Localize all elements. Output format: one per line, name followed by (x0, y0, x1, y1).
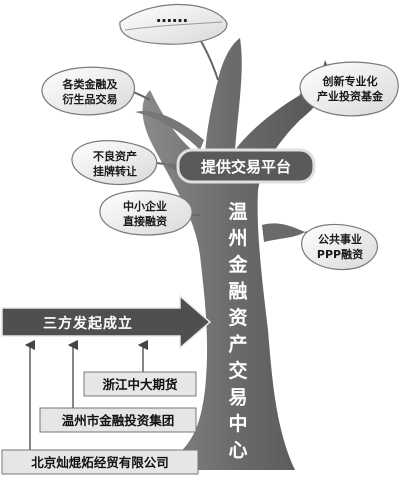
tree (117, 29, 329, 470)
founders-arrow: 三方发起成立 (1, 294, 212, 350)
leaf-shape (71, 140, 158, 186)
tree-trunk (142, 38, 329, 470)
founders-label: 三方发起成立 (43, 315, 133, 332)
trunk-title-char: 产 (228, 333, 247, 356)
platform-label: 提供交易平台 (201, 158, 291, 176)
leaf-ppp: 公共事业 PPP融资 (301, 223, 379, 271)
trunk-title-char: 融 (228, 281, 247, 303)
founder-name: 温州市金融投资集团 (62, 413, 175, 428)
leaf-label-line2: 直接融资 (123, 214, 167, 228)
leaf-industry-fund: 创新专业化 产业投资基金 (299, 61, 399, 117)
trunk-title-char: 中 (228, 412, 247, 435)
leaf-shape (119, 3, 228, 45)
arrow-shape (1, 294, 212, 350)
trunk-title-char: 温 (228, 201, 247, 223)
leaf-sme-financing: 中小企业 直接融资 (99, 190, 193, 236)
leaf-shape (301, 223, 379, 271)
trunk-title: 温州金融资产交易中心 (227, 201, 248, 462)
leaf-label-line2: 衍生品交易 (62, 92, 118, 106)
leaf-vein (124, 21, 223, 31)
founder-name: 浙江中大期货 (102, 377, 178, 392)
leaf-top: …… (119, 3, 228, 45)
trunk-title-char: 金 (227, 253, 248, 276)
trunk-title-char: 交 (228, 359, 247, 382)
branch-right-low (262, 223, 305, 242)
leaf-financial-products: 各类金融及 衍生品交易 (41, 66, 135, 116)
trunk-title-char: 资 (228, 306, 247, 329)
leaf-shape (299, 61, 399, 117)
founder-box-zhongda: 浙江中大期货 (83, 371, 197, 397)
leaf-label-line2: 产业投资基金 (317, 89, 384, 103)
trunk-title-char: 易 (228, 387, 247, 409)
leaf-label-line2: 挂牌转让 (93, 164, 137, 178)
leaf-label-line1: 创新专业化 (322, 74, 378, 88)
platform-pill: 提供交易平台 (176, 148, 316, 184)
leaf-label-line1: 中小企业 (123, 199, 167, 213)
trunk-title-char: 州 (228, 228, 247, 250)
leaf-shape (99, 190, 193, 236)
founder-box-wenzhou-group: 温州市金融投资集团 (39, 407, 197, 433)
founder-box-beijing: 北京灿焜炻经贸有限公司 (1, 449, 199, 475)
leaf-top-text: …… (156, 7, 188, 26)
leaf-nonperforming: 不良资产 挂牌转让 (71, 140, 158, 186)
founder-connectors (24, 339, 149, 450)
leaf-shape (41, 66, 135, 116)
founder-name: 北京灿焜炻经贸有限公司 (31, 455, 169, 470)
leaf-label-line2: PPP融资 (317, 247, 363, 261)
leaf-label-line1: 公共事业 (318, 232, 362, 246)
trunk-title-text: 温州金融资产交易中心 (227, 201, 248, 462)
leaf-label-line1: 各类金融及 (62, 77, 119, 91)
trunk-title-char: 心 (228, 440, 247, 462)
leaf-label-line1: 不良资产 (93, 149, 137, 163)
branch-left-mid (135, 110, 204, 150)
